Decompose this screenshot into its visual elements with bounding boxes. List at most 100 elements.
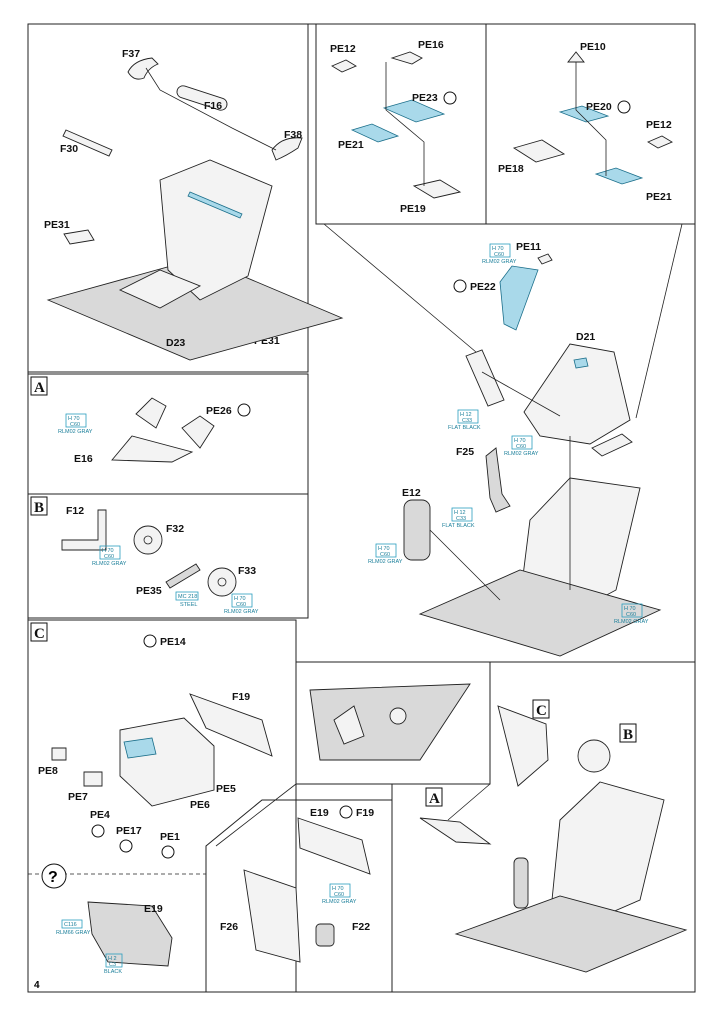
part-instrument-panel — [119, 717, 215, 807]
label-e12: E12 — [402, 487, 421, 499]
part-f33 — [207, 567, 237, 597]
part-f25 — [485, 447, 511, 513]
color-code-2: C60 — [494, 252, 504, 258]
label-pe7: PE7 — [68, 791, 88, 803]
section-c-label: C — [34, 626, 45, 642]
color-code-2: C60 — [236, 602, 246, 608]
label-f12: F12 — [66, 505, 84, 517]
color-code-1: H 70 — [492, 246, 504, 252]
color-code-1: H 2 — [108, 956, 117, 962]
alt-panel: E19 F19 F26 F22 — [205, 799, 393, 992]
part-e19-optional — [87, 901, 173, 967]
label-pe20: PE20 — [586, 101, 612, 113]
part-d21 — [523, 343, 631, 445]
pe14-bend-icon — [143, 634, 157, 648]
color-code-callout: H 70 C60 RLM02 GRAY — [92, 545, 127, 567]
label-f38: F38 — [284, 129, 302, 141]
label-pe1: PE1 — [160, 831, 180, 843]
leader-seat-3 — [429, 529, 501, 601]
color-code-callout: H 70 C60 RLM02 GRAY — [504, 435, 539, 457]
final-b-box — [619, 723, 637, 743]
optional-icon — [41, 863, 67, 889]
label-pe23: PE23 — [412, 92, 438, 104]
part-pe21-b — [594, 167, 644, 185]
section-a: A PE26 E16 — [27, 373, 309, 495]
color-code-2: C60 — [104, 554, 114, 560]
pe4-bend-icon — [91, 824, 105, 838]
part-f37 — [127, 57, 159, 80]
color-name: RLM66 GRAY — [56, 930, 91, 936]
part-belt-left — [465, 349, 505, 407]
pe23-bend-icon — [443, 91, 457, 105]
color-code-callout: H 70 C60 RLM02 GRAY — [224, 593, 259, 615]
label-pe18: PE18 — [498, 163, 524, 175]
section-a-label: A — [34, 380, 45, 396]
part-pe26-pedal-2 — [181, 415, 215, 449]
alt-optional-icon — [339, 805, 353, 819]
part-belt-right — [591, 433, 633, 457]
color-code-2: C33 — [462, 418, 472, 424]
label-e16: E16 — [74, 453, 93, 465]
part-pe22-strap — [499, 265, 539, 331]
label-d23: D23 — [166, 337, 185, 349]
section-b-label: B — [34, 500, 44, 516]
final-c-box — [532, 699, 550, 719]
pe26-bend-icon — [237, 403, 251, 417]
label-f19: F19 — [232, 691, 250, 703]
part-f16 — [176, 85, 228, 111]
part-d23-bulkhead — [159, 159, 273, 301]
part-pe31-a — [63, 229, 95, 245]
label-pe35: PE35 — [136, 585, 162, 597]
final-pedals — [419, 817, 492, 845]
part-f32 — [133, 525, 163, 555]
final-e12 — [513, 857, 529, 909]
part-f22 — [315, 923, 335, 947]
color-code-1: H 70 — [234, 596, 246, 602]
panel-top-right-border — [485, 23, 696, 225]
part-pe26-pedal-1 — [135, 397, 167, 429]
color-name: RLM02 GRAY — [614, 619, 649, 625]
section-a-box — [30, 376, 48, 396]
label-pe17: PE17 — [116, 825, 142, 837]
pe17-bend-icon — [119, 839, 133, 853]
label-d21: D21 — [576, 331, 595, 343]
label-alt-e19: E19 — [310, 807, 329, 819]
part-pe-dials — [123, 737, 157, 759]
color-code-2: C60 — [334, 892, 344, 898]
part-f12 — [61, 509, 107, 551]
part-f30 — [62, 129, 113, 157]
color-name: FLAT BLACK — [442, 523, 475, 529]
label-f30: F30 — [60, 143, 78, 155]
part-pe21-a — [350, 123, 400, 143]
final-c-label: C — [536, 703, 547, 719]
part-pe18 — [512, 139, 566, 163]
label-f37: F37 — [122, 48, 140, 60]
color-code-1: H 70 — [102, 548, 114, 554]
label-f32: F32 — [166, 523, 184, 535]
part-pe7 — [83, 771, 103, 787]
color-code-callout: MC 218 STEEL — [175, 591, 199, 608]
label-pe12-a: PE12 — [330, 43, 356, 55]
label-pe10: PE10 — [580, 41, 606, 53]
section-b-box — [30, 496, 48, 516]
color-code-2: C60 — [516, 444, 526, 450]
color-code-1: H 70 — [514, 438, 526, 444]
color-name: RLM02 GRAY — [504, 451, 539, 457]
color-code-1: H 12 — [454, 510, 466, 516]
color-callouts: H 70 C60 RLM02 GRAY H 12 C33 FLAT BLACK … — [56, 243, 649, 975]
leader-seat-1 — [481, 371, 561, 417]
inset-wheel — [389, 707, 407, 725]
part-f32-hub — [143, 535, 153, 545]
part-f26 — [243, 869, 301, 963]
leader-top-right — [575, 62, 607, 176]
part-pe12-a — [331, 59, 357, 73]
optional-label: ? — [48, 869, 58, 886]
label-pe5: PE5 — [216, 783, 236, 795]
color-code-callout: H 70 C60 RLM02 GRAY — [58, 413, 93, 435]
section-b: B F12 F32 F33 PE35 — [27, 493, 309, 619]
inset-fuselage — [309, 683, 471, 761]
part-pe8 — [51, 747, 67, 761]
final-a-label: A — [429, 791, 440, 807]
final-wheel — [577, 739, 611, 773]
